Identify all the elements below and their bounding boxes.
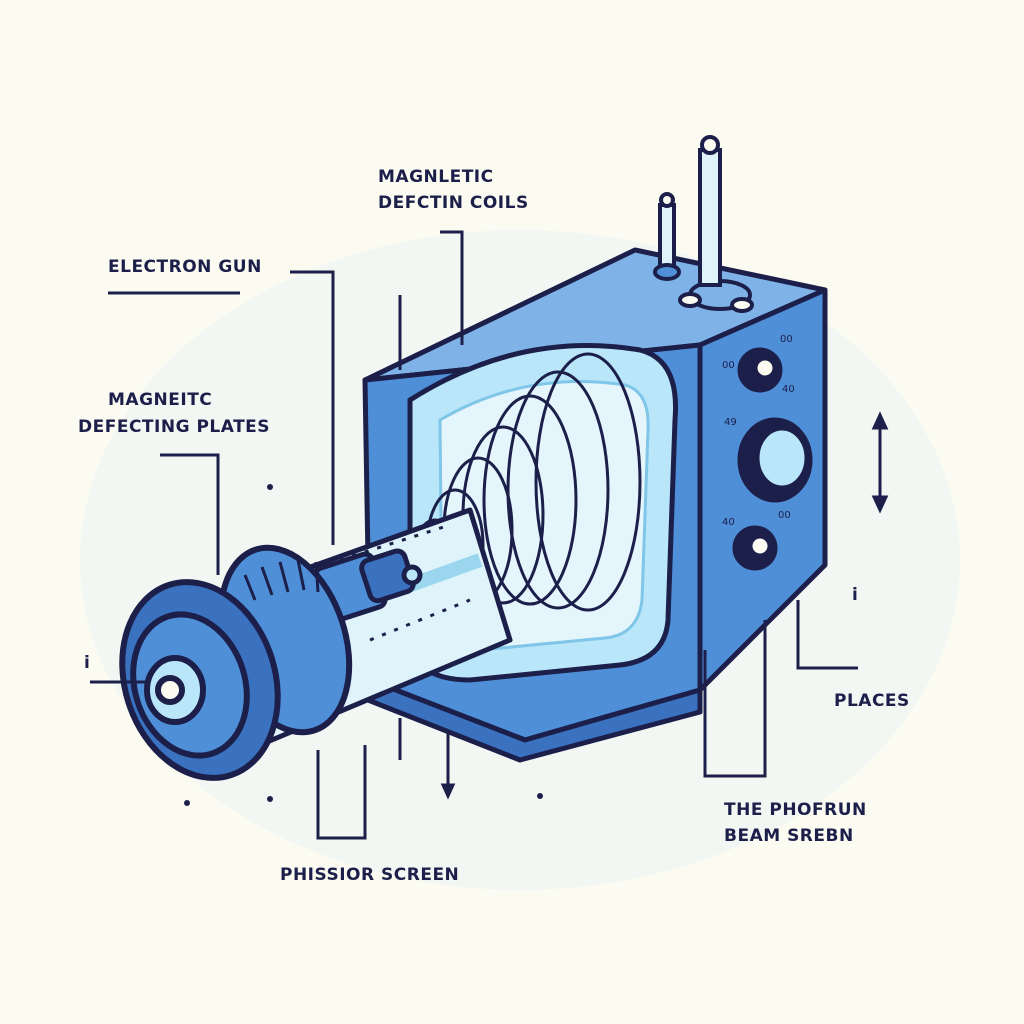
label-plates-2: DEFECTING PLATES xyxy=(78,417,270,437)
label-phissior-screen: PHISSIOR SCREEN xyxy=(280,865,459,885)
labels: MAGNLETIC DEFCTIN COILS ELECTRON GUN MAG… xyxy=(78,167,910,885)
knob-mark: 40 xyxy=(722,517,735,528)
knob-mark: 49 xyxy=(724,417,737,428)
arrows xyxy=(440,411,889,800)
leader-coils xyxy=(440,230,464,345)
label-magnetic-coils-1: MAGNLETIC xyxy=(378,167,494,187)
label-beam-screen-2: BEAM SREBN xyxy=(724,826,854,846)
label-left-marker: i xyxy=(84,653,90,673)
knob-mark: 00 xyxy=(722,360,735,371)
knob-top xyxy=(737,347,783,393)
electron-gun-cap xyxy=(119,544,353,781)
knob-mark: 40 xyxy=(782,384,795,395)
leader-electron-gun xyxy=(290,270,335,545)
label-electron-gun: ELECTRON GUN xyxy=(108,257,262,277)
down-arrow-tip xyxy=(440,783,456,800)
label-right-marker: i xyxy=(852,585,858,605)
label-places: PLACES xyxy=(834,691,910,711)
leader-lines xyxy=(90,230,858,840)
knob-marks: 00 00 40 49 40 00 xyxy=(722,334,795,528)
side-knobs xyxy=(732,347,813,571)
leader-plates xyxy=(160,453,220,575)
knob-bottom xyxy=(732,525,778,571)
label-magnetic-coils-2: DEFCTIN COILS xyxy=(378,193,529,213)
label-plates-1: MAGNEITC xyxy=(108,390,212,410)
decor-dots xyxy=(184,484,543,806)
knob-middle xyxy=(737,417,813,503)
top-terminals xyxy=(653,135,754,313)
leader-places xyxy=(796,600,858,670)
label-beam-screen-1: THE PHOFRUN xyxy=(724,800,867,820)
knob-mark: 00 xyxy=(780,334,793,345)
leader-screen xyxy=(316,745,367,840)
leader-beam-screen xyxy=(703,620,767,778)
beam-dashes xyxy=(339,523,471,642)
knob-mark: 00 xyxy=(778,510,791,521)
